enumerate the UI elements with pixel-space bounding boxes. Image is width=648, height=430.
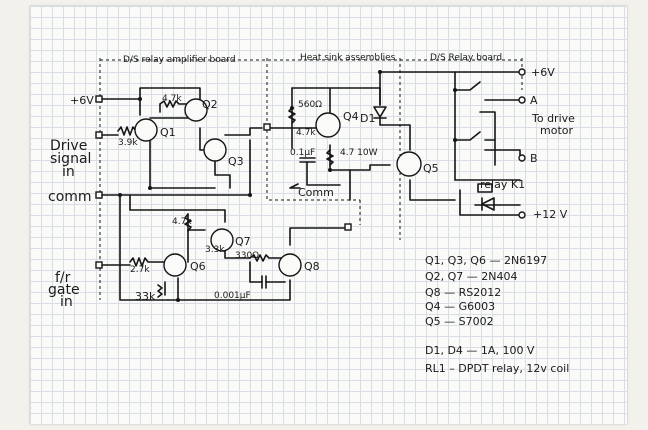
relay-k1-label: relay K1 bbox=[480, 178, 525, 191]
q7-label: Q7 bbox=[235, 235, 251, 248]
r-4k7-10w-label: 4.7 10W bbox=[340, 148, 378, 158]
comm-left-label: comm bbox=[48, 189, 92, 205]
q1-label: Q1 bbox=[160, 126, 176, 139]
plus12-label: +12 V bbox=[533, 208, 568, 221]
parts-list: Q1, Q3, Q6 — 2N6197 Q2, Q7 — 2N404 Q8 — … bbox=[425, 254, 569, 375]
note-line: D1, D4 — 1A, 100 V bbox=[425, 344, 535, 357]
comm-heatsink-label: Comm bbox=[298, 186, 334, 199]
d1-label: D1 bbox=[360, 112, 375, 125]
q5-label: Q5 bbox=[423, 162, 439, 175]
r-3k3-label: 3.3k bbox=[205, 245, 225, 255]
board-boundaries bbox=[99, 58, 523, 300]
r-560-label: 560Ω bbox=[298, 100, 322, 110]
junction-dots bbox=[118, 70, 457, 302]
note-line: Q1, Q3, Q6 — 2N6197 bbox=[425, 254, 547, 267]
amp-board-label: D/S relay amplifier board bbox=[123, 55, 236, 65]
c-01uf-label: 0.1μF bbox=[290, 148, 315, 158]
left-terminals bbox=[95, 95, 103, 269]
r-330-label: 330Ω bbox=[235, 251, 259, 261]
heatsink-wiring bbox=[267, 87, 391, 201]
note-line: Q2, Q7 — 2N404 bbox=[425, 270, 518, 283]
c-0001uf-label: 0.001μF bbox=[214, 291, 251, 301]
transistor-symbols bbox=[134, 98, 422, 277]
r-3k9-label: 3.9k bbox=[118, 138, 138, 148]
heat-sink-label: Heat sink assemblies bbox=[300, 53, 396, 63]
note-line: RL1 – DPDT relay, 12v coil bbox=[425, 362, 569, 375]
r-33k-label: 33k bbox=[135, 290, 156, 303]
relay-board-label: D/S Relay board bbox=[430, 53, 502, 63]
r-4k7-top-label: 4.7k bbox=[162, 94, 182, 104]
r-4k7-q4-label: 4.7k bbox=[296, 128, 316, 138]
q2-label: Q2 bbox=[202, 98, 218, 111]
out-a-label: A bbox=[530, 94, 538, 107]
note-line: Q5 — S7002 bbox=[425, 315, 494, 328]
output-terminals bbox=[263, 68, 526, 231]
plus6-left-label: +6V bbox=[70, 94, 94, 107]
r-4k7-mid-label: 4.7k bbox=[172, 217, 192, 227]
plus6-right-label: +6V bbox=[531, 66, 555, 79]
graph-paper-sheet bbox=[30, 6, 627, 424]
out-b-label: B bbox=[530, 152, 538, 165]
q3-label: Q3 bbox=[228, 155, 244, 168]
r-2k7-label: 2.7k bbox=[130, 265, 150, 275]
q4-label: Q4 bbox=[343, 110, 359, 123]
q6-label: Q6 bbox=[190, 260, 206, 273]
q8-label: Q8 bbox=[304, 260, 320, 273]
relay-wiring bbox=[373, 71, 523, 216]
note-line: Q8 — RS2012 bbox=[425, 286, 501, 299]
note-line: Q4 — G6003 bbox=[425, 300, 495, 313]
